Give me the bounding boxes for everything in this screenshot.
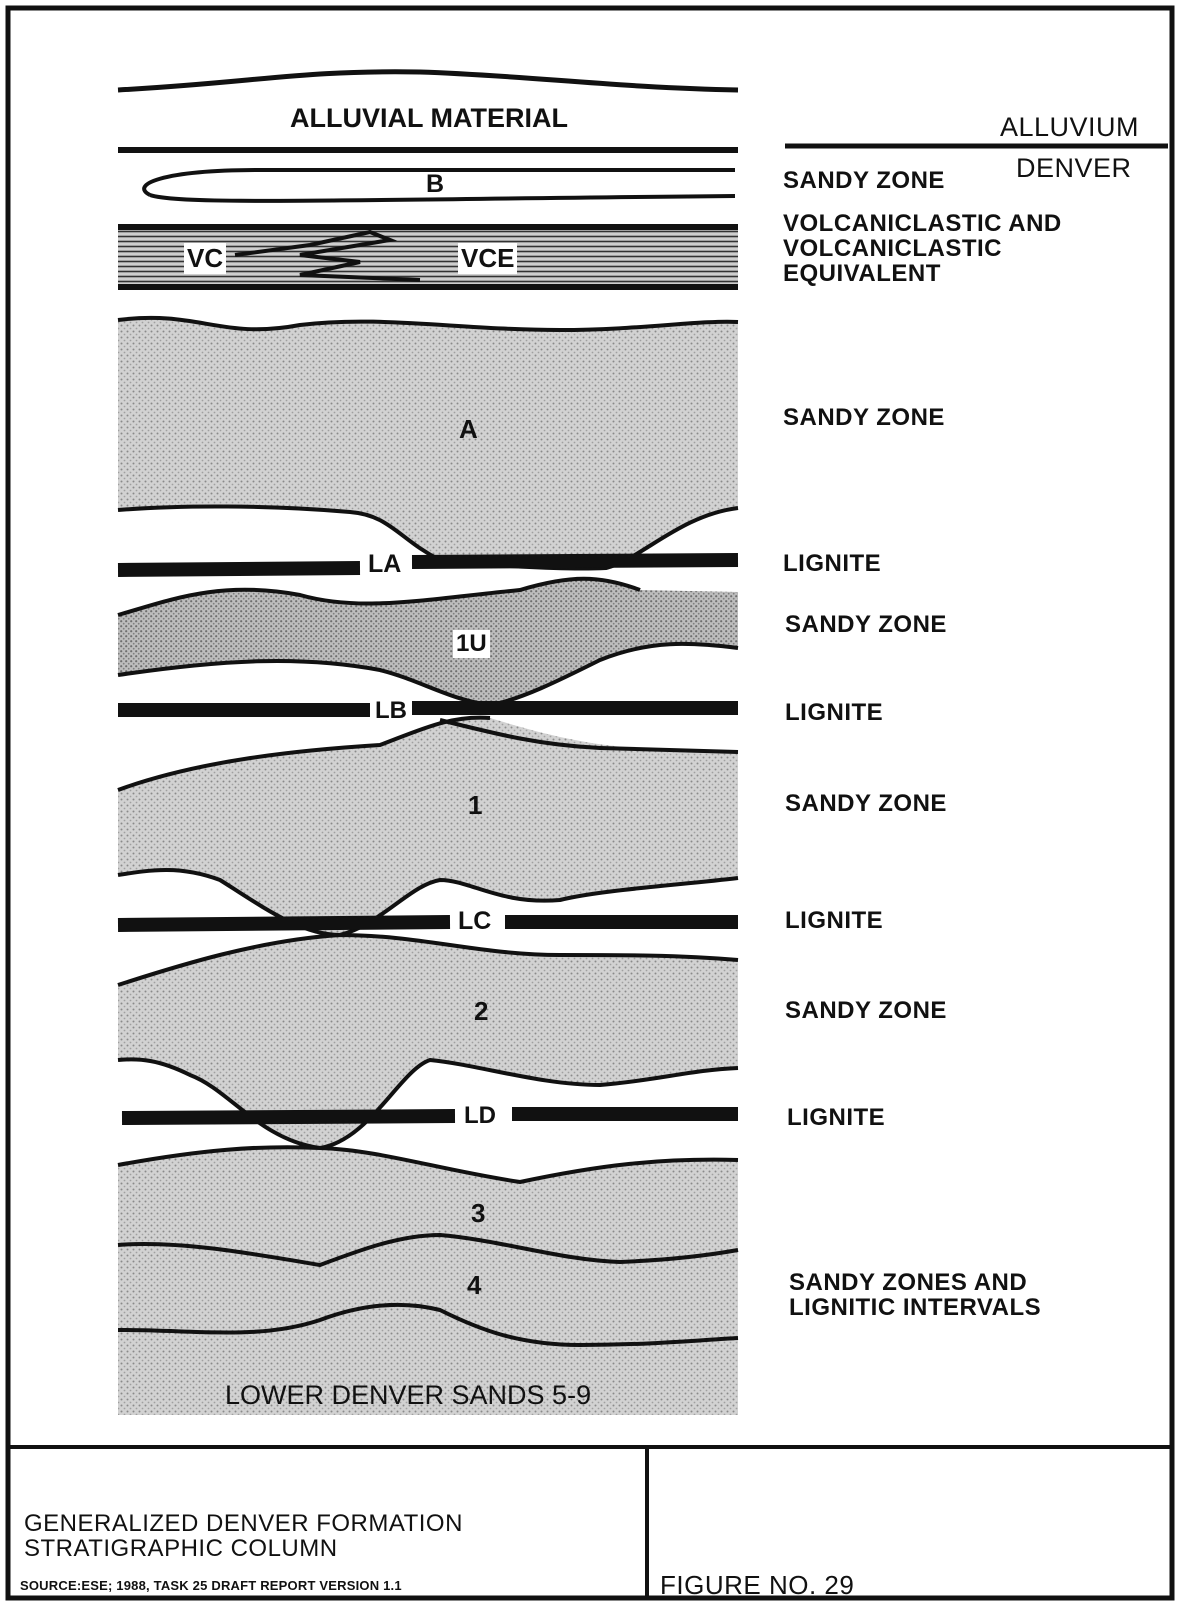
lignite-ld-left	[122, 1116, 455, 1118]
unit-2-label: 2	[474, 996, 488, 1027]
unit-b-label: B	[426, 170, 444, 199]
lignite-ld-description: LIGNITE	[787, 1107, 885, 1129]
lignite-lc-left	[118, 922, 450, 925]
volcaniclastic-description-line2: VOLCANICLASTIC	[783, 238, 1002, 260]
units-3-4-description-line1: SANDY ZONES AND	[789, 1272, 1027, 1294]
unit-b-description: SANDY ZONE	[783, 170, 945, 192]
unit-a-fill	[118, 318, 738, 569]
lignite-lb-description: LIGNITE	[785, 702, 883, 724]
unit-1-description: SANDY ZONE	[785, 793, 947, 815]
unit-vce-label: VCE	[458, 243, 517, 274]
figure-title-line1: GENERALIZED DENVER FORMATION	[24, 1510, 463, 1538]
alluvial-material-label: ALLUVIAL MATERIAL	[290, 103, 568, 134]
alluvium-top-contact	[118, 72, 738, 90]
unit-vc-label: VC	[184, 243, 226, 274]
figure-title-line2: STRATIGRAPHIC COLUMN	[24, 1535, 338, 1563]
lower-denver-sands-label: LOWER DENVER SANDS 5-9	[225, 1380, 591, 1411]
volcaniclastic-description-line1: VOLCANICLASTIC AND	[783, 213, 1062, 235]
alluvium-formation-label: ALLUVIUM	[1000, 112, 1139, 143]
lignite-ld-label: LD	[462, 1102, 498, 1130]
lignite-lc-label: LC	[456, 907, 493, 936]
unit-a-label: A	[459, 414, 478, 445]
unit-2-description: SANDY ZONE	[785, 1000, 947, 1022]
lignite-la-label: LA	[366, 550, 403, 579]
unit-1-label: 1	[468, 790, 482, 821]
units-3-4-description-line2: LIGNITIC INTERVALS	[789, 1297, 1041, 1319]
lignite-la-description: LIGNITE	[783, 553, 881, 575]
lignite-lc-description: LIGNITE	[785, 910, 883, 932]
lignite-lb-label: LB	[373, 697, 409, 725]
lignite-la-right	[412, 560, 738, 562]
lignite-la-left	[118, 568, 360, 570]
unit-3-label: 3	[471, 1198, 485, 1229]
unit-a-description: SANDY ZONE	[783, 407, 945, 429]
figure-number: FIGURE NO. 29	[660, 1570, 854, 1601]
unit-1u-label: 1U	[453, 630, 490, 658]
unit-4-label: 4	[467, 1270, 481, 1301]
denver-formation-label: DENVER	[1016, 153, 1132, 184]
unit-1u-description: SANDY ZONE	[785, 614, 947, 636]
volcaniclastic-description-line3: EQUIVALENT	[783, 263, 941, 285]
figure-source: SOURCE:ESE; 1988, TASK 25 DRAFT REPORT V…	[20, 1578, 402, 1593]
unit-3-4-lower-fill	[118, 1147, 738, 1415]
